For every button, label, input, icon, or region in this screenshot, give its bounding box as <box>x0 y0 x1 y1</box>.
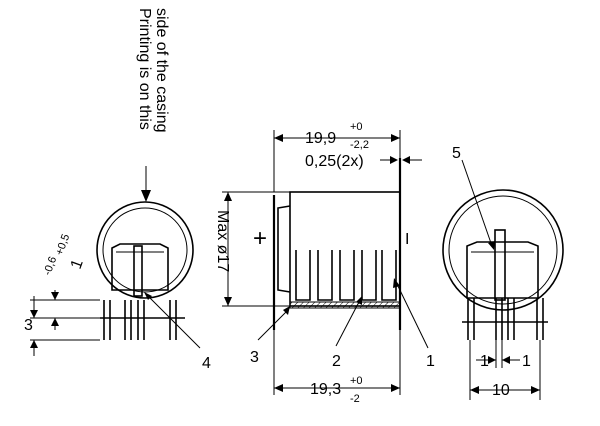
right-pins <box>462 298 548 340</box>
lead-offset-plus: +0,5 <box>54 233 73 258</box>
length-top-plus: +0 <box>350 121 363 133</box>
left-center-lead <box>133 245 143 297</box>
left-inner-circle <box>102 207 188 293</box>
left-end-view <box>30 166 201 356</box>
right-end-view <box>442 159 564 400</box>
left-outer-circle <box>96 201 194 299</box>
labels: Printing is on this side of the casing 1… <box>24 8 531 405</box>
lead-offset-dim: 1 <box>68 257 87 271</box>
length-top-dim: 19,9 <box>305 130 336 147</box>
left-tab <box>111 243 169 291</box>
printing-note-line2: side of the casing <box>153 8 170 133</box>
casing-cap <box>277 205 291 293</box>
length-bottom-dim: 19,3 <box>310 381 341 398</box>
internal-windings <box>295 250 397 301</box>
callout-5: 5 <box>452 145 461 162</box>
pin-width-left-dim: 1 <box>480 353 489 370</box>
callout-4: 4 <box>202 355 211 372</box>
callout-4-arrow <box>144 292 152 300</box>
length-bottom-minus: -2 <box>350 393 360 405</box>
right-tab <box>466 241 539 299</box>
length-bottom-plus: +0 <box>350 375 363 387</box>
casing-body <box>289 191 401 307</box>
diameter-dim: Max ø17 <box>214 210 231 272</box>
callout-1: 1 <box>426 353 435 370</box>
printing-arrow <box>141 190 151 202</box>
wall-thickness-dim: 0,25(2x) <box>305 153 364 170</box>
right-center-lead <box>494 229 506 301</box>
pin-height-dim: 3 <box>24 317 33 334</box>
printing-note-line1: Printing is on this <box>136 8 153 130</box>
plus-terminal: + <box>253 225 267 252</box>
minus-terminal: I <box>405 231 409 248</box>
left-pins <box>100 300 185 340</box>
pin-width-right-dim: 1 <box>522 353 531 370</box>
right-outer-circle <box>442 189 564 311</box>
pin-pitch-dim: 10 <box>492 382 510 399</box>
callout-2: 2 <box>332 353 341 370</box>
hatched-insulator <box>289 301 401 309</box>
side-view <box>222 130 429 395</box>
lead-offset-minus: -0,6 <box>42 255 60 277</box>
right-inner-circle <box>448 195 558 305</box>
length-top-minus: -2,2 <box>350 139 369 151</box>
callout-3: 3 <box>250 349 259 366</box>
callout-4-leader <box>147 295 201 349</box>
